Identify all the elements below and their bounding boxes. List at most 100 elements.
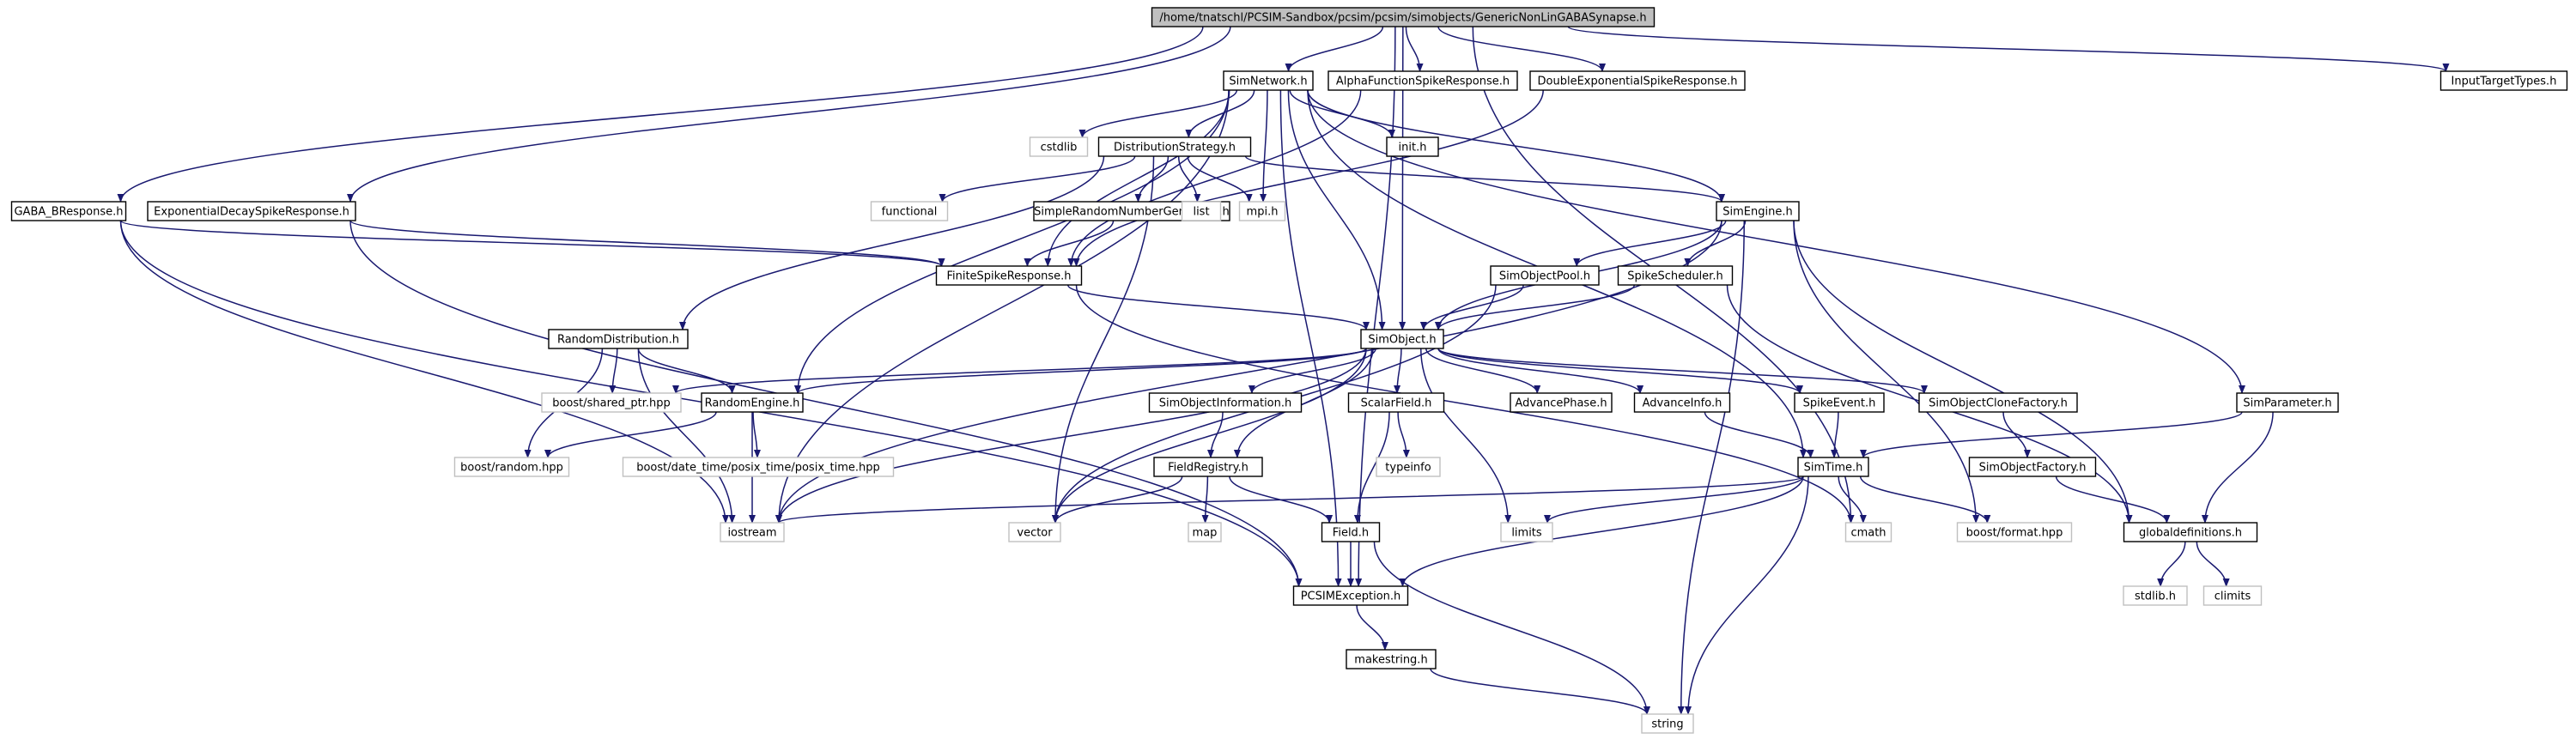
graph-node-simobject[interactable]: SimObject.h <box>1360 329 1444 349</box>
edge-simnetwork-to-iostream <box>775 89 1230 524</box>
edge-simplerng-to-finitespike <box>1024 220 1115 267</box>
graph-node-field[interactable]: Field.h <box>1321 522 1381 542</box>
node-box <box>1008 522 1061 542</box>
graph-node-makestring[interactable]: makestring.h <box>1346 649 1437 669</box>
edge-simnetwork-to-simengine <box>1307 89 1725 203</box>
edge-simobject-to-simobjinfo <box>1248 348 1376 394</box>
graph-node-pcsimexc[interactable]: PCSIMException.h <box>1292 585 1409 606</box>
graph-node-globaldefs[interactable]: globaldefinitions.h <box>2123 522 2258 542</box>
edge-finitespike-to-simobject <box>1066 284 1370 330</box>
node-label: SimNetwork.h <box>1229 76 1307 88</box>
node-box <box>701 392 804 413</box>
graph-node-advancephase[interactable]: AdvancePhase.h <box>1510 392 1613 413</box>
node-box <box>1386 136 1439 157</box>
edge-simnetwork-to-cstdlib <box>1078 89 1238 138</box>
graph-node-simobjinfo[interactable]: SimObjectInformation.h <box>1148 392 1303 413</box>
graph-node-spikeevent[interactable]: SpikeEvent.h <box>1794 392 1885 413</box>
node-box <box>1238 201 1286 221</box>
graph-node-alphaf[interactable]: AlphaFunctionSpikeResponse.h <box>1327 70 1518 91</box>
graph-node-finitespike[interactable]: FiniteSpikeResponse.h <box>935 265 1083 286</box>
edge-simtime-to-string <box>1685 476 1809 715</box>
node-label: AdvancePhase.h <box>1515 397 1607 410</box>
node-box <box>1968 457 2097 477</box>
node-label: boost/random.hpp <box>460 462 563 475</box>
node-label: string <box>1651 718 1683 731</box>
graph-node-climits: climits <box>2202 585 2263 606</box>
edge-expdecay-to-pcsimexc <box>349 220 1303 587</box>
graph-node-fieldreg[interactable]: FieldRegistry.h <box>1153 457 1263 477</box>
edge-root-to-expdecay <box>347 26 1231 203</box>
graph-node-diststrat[interactable]: DistributionStrategy.h <box>1097 136 1252 157</box>
node-label: SimObjectFactory.h <box>1979 462 2087 475</box>
graph-node-simengine[interactable]: SimEngine.h <box>1716 201 1800 221</box>
node-box <box>622 457 895 477</box>
node-box <box>1029 136 1089 157</box>
graph-node-simparam[interactable]: SimParameter.h <box>2236 392 2339 413</box>
edge-simobject-to-randomengine <box>794 348 1367 394</box>
node-label: vector <box>1017 527 1053 540</box>
node-box <box>1153 457 1263 477</box>
node-box <box>453 457 570 477</box>
graph-node-simtime[interactable]: SimTime.h <box>1797 457 1869 477</box>
edge-diststrat-to-list <box>1177 155 1201 203</box>
node-label: SimpleRandomNumberGenerator.h <box>1034 206 1230 219</box>
node-label: FieldRegistry.h <box>1168 462 1249 475</box>
nodes-layer: /home/tnatschl/PCSIM-Sandbox/pcsim/pcsim… <box>10 7 2568 734</box>
graph-node-randomdist[interactable]: RandomDistribution.h <box>548 329 689 349</box>
graph-node-simplerng[interactable]: SimpleRandomNumberGenerator.h <box>1033 201 1230 221</box>
node-label: globaldefinitions.h <box>2139 527 2242 540</box>
node-box <box>147 201 356 221</box>
node-label: stdlib.h <box>2135 591 2176 603</box>
node-label: cstdlib <box>1041 142 1078 154</box>
edge-simobject-to-spikeevent <box>1437 348 1803 394</box>
node-label: cmath <box>1850 527 1886 540</box>
graph-node-scalarfield[interactable]: ScalarField.h <box>1347 392 1445 413</box>
graph-node-spikesched[interactable]: SpikeScheduler.h <box>1617 265 1734 286</box>
node-label: ScalarField.h <box>1361 397 1432 410</box>
node-box <box>1529 70 1746 91</box>
edge-expdecay-to-finitespike <box>349 220 945 267</box>
node-box <box>2202 585 2263 606</box>
graph-node-inputtarget[interactable]: InputTargetTypes.h <box>2439 70 2568 91</box>
edge-root-to-alphaf <box>1405 26 1424 72</box>
edge-spikeevent-to-simtime <box>1831 411 1839 458</box>
graph-node-root[interactable]: /home/tnatschl/PCSIM-Sandbox/pcsim/pcsim… <box>1151 7 1656 27</box>
graph-node-simobjectpool[interactable]: SimObjectPool.h <box>1490 265 1600 286</box>
node-label: boost/shared_ptr.hpp <box>552 397 671 410</box>
graph-node-expdecay[interactable]: ExponentialDecaySpikeResponse.h <box>147 201 356 221</box>
node-box <box>1292 585 1409 606</box>
edge-simobject-to-advanceinfo <box>1437 348 1644 394</box>
node-box <box>1097 136 1252 157</box>
graph-node-randomengine[interactable]: RandomEngine.h <box>701 392 804 413</box>
node-box <box>1716 201 1800 221</box>
node-label: DistributionStrategy.h <box>1114 142 1236 154</box>
node-box <box>935 265 1083 286</box>
graph-node-advanceinfo[interactable]: AdvanceInfo.h <box>1633 392 1731 413</box>
graph-node-gabab[interactable]: GABA_BResponse.h <box>10 201 127 221</box>
node-box <box>2236 392 2339 413</box>
graph-node-simnetwork[interactable]: SimNetwork.h <box>1223 70 1314 91</box>
edge-diststrat-to-functional <box>939 155 1136 203</box>
node-label: RandomEngine.h <box>705 397 800 410</box>
graph-node-map: map <box>1188 522 1222 542</box>
graph-node-inith[interactable]: init.h <box>1386 136 1439 157</box>
edge-randomdist-to-randomengine <box>637 348 736 394</box>
edge-simtime-to-iostream <box>775 476 1804 524</box>
graph-node-string: string <box>1641 713 1694 734</box>
node-label: Field.h <box>1333 527 1369 540</box>
edge-randomdist-to-sharedptr <box>609 348 618 394</box>
node-box <box>1617 265 1734 286</box>
edge-root-to-pcsimexc <box>1355 26 1396 587</box>
node-box <box>1148 392 1303 413</box>
node-label: list <box>1193 206 1209 219</box>
graph-node-simobjfactory[interactable]: SimObjectFactory.h <box>1968 457 2097 477</box>
node-label: iostream <box>727 527 776 540</box>
edge-simnetwork-to-finitespike <box>1044 89 1230 267</box>
node-label: map <box>1193 527 1218 540</box>
graph-node-cloneFactory[interactable]: SimObjectCloneFactory.h <box>1918 392 2078 413</box>
graph-node-doubleexp[interactable]: DoubleExponentialSpikeResponse.h <box>1529 70 1746 91</box>
graph-node-sharedptr: boost/shared_ptr.hpp <box>541 392 682 413</box>
node-box <box>1360 329 1444 349</box>
node-label: typeinfo <box>1385 462 1431 475</box>
node-label: boost/format.hpp <box>1966 527 2063 540</box>
